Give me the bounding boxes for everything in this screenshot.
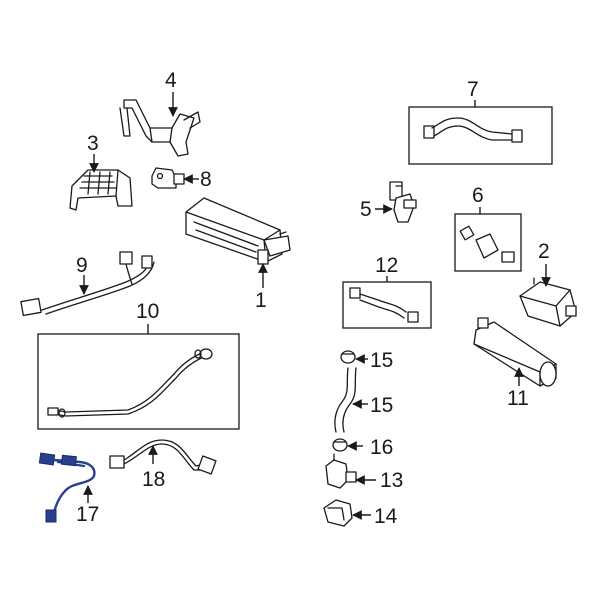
callout-5: 5 <box>360 198 372 221</box>
part-12-hose <box>349 287 419 323</box>
part-16-clamp-upper <box>340 350 356 364</box>
box-10 <box>37 333 240 430</box>
part-9-harness <box>20 251 155 317</box>
callout-6: 6 <box>472 184 484 207</box>
part-11-separator <box>473 317 557 387</box>
callout-10: 10 <box>136 300 159 323</box>
callout-18: 18 <box>142 468 165 491</box>
part-16-clamp-lower <box>332 438 348 452</box>
callout-3: 3 <box>87 132 99 155</box>
part-14-bracket <box>323 499 353 527</box>
part-13-valve <box>325 453 357 489</box>
part-17-sensor <box>38 452 96 523</box>
callout-2: 2 <box>538 240 550 263</box>
part-18-harness <box>109 439 217 475</box>
part-6-fittings <box>459 225 515 263</box>
callout-13: 13 <box>380 469 403 492</box>
part-7-hose <box>423 117 523 143</box>
callout-12: 12 <box>375 254 398 277</box>
part-3-shield <box>69 169 133 211</box>
callout-16-upper: 15 <box>370 349 393 372</box>
callout-16-lower: 16 <box>370 436 393 459</box>
callout-7: 7 <box>467 78 479 101</box>
part-4-bracket <box>119 99 201 157</box>
part-2-valve <box>519 277 577 327</box>
callout-17: 17 <box>76 503 99 526</box>
callout-9: 9 <box>76 254 88 277</box>
callout-15: 15 <box>370 394 393 417</box>
part-8-clip <box>151 167 185 189</box>
callout-4: 4 <box>165 69 177 92</box>
callout-1: 1 <box>255 289 267 312</box>
part-5-valve <box>389 181 417 223</box>
callout-11: 11 <box>507 387 529 410</box>
callout-8: 8 <box>200 168 212 191</box>
part-15-hose <box>334 367 357 433</box>
part-1-canister <box>185 197 291 265</box>
part-10-pipe <box>47 348 213 418</box>
callout-14: 14 <box>374 505 398 528</box>
